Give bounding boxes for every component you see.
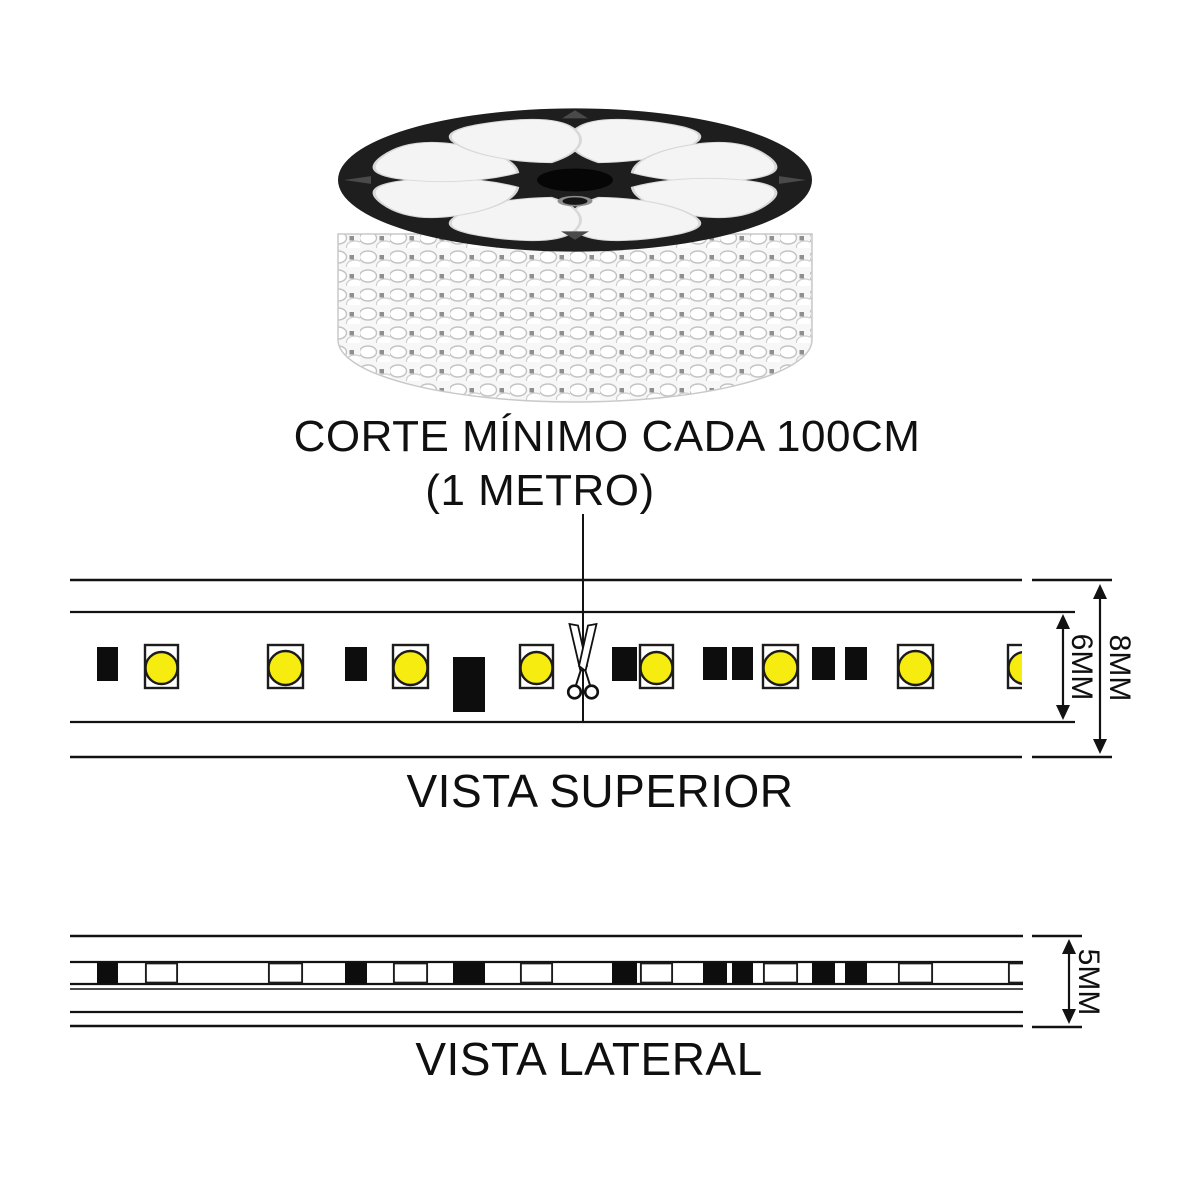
led-chip bbox=[518, 643, 555, 690]
resistor-chip bbox=[732, 647, 753, 680]
side-cell-black bbox=[453, 962, 485, 984]
led-reel-image bbox=[337, 108, 813, 403]
resistor-chip bbox=[345, 647, 367, 681]
arrow-mark-bottom bbox=[561, 231, 589, 240]
side-cell-black bbox=[612, 962, 637, 984]
top-view-label: VISTA SUPERIOR bbox=[406, 765, 794, 817]
led-chip bbox=[1006, 643, 1022, 690]
top-view-components bbox=[97, 643, 1022, 712]
dim-label-8mm: 8MM bbox=[1103, 635, 1136, 702]
resistor-chip bbox=[612, 647, 637, 681]
reel-key-hole bbox=[557, 195, 593, 207]
dimension-6mm: 6MM bbox=[1056, 614, 1098, 720]
spoke-window bbox=[448, 118, 582, 164]
reel-disc bbox=[338, 108, 812, 252]
arrow-mark-right bbox=[779, 176, 806, 184]
side-view: 5MM bbox=[70, 934, 1105, 1029]
side-cell-led bbox=[267, 962, 304, 984]
side-cell-led bbox=[519, 962, 554, 984]
side-cell-black bbox=[97, 962, 118, 984]
arrow-mark-top bbox=[562, 110, 588, 119]
scissors-icon bbox=[566, 622, 600, 700]
led-chip bbox=[143, 643, 180, 690]
dimension-5mm: 5MM bbox=[1062, 939, 1105, 1024]
strip-coil bbox=[337, 233, 813, 403]
side-view-label: VISTA LATERAL bbox=[415, 1033, 763, 1085]
side-view-cells bbox=[97, 962, 1023, 984]
dimension-8mm: 8MM bbox=[1093, 584, 1136, 754]
side-cell-black bbox=[703, 962, 727, 984]
led-chip bbox=[896, 643, 935, 690]
resistor-chip bbox=[845, 647, 867, 680]
side-cell-led bbox=[1007, 962, 1023, 984]
cut-note-line2: (1 METRO) bbox=[425, 466, 655, 515]
side-cell-black bbox=[345, 962, 367, 984]
arrow-mark-left bbox=[344, 176, 371, 184]
side-cell-black bbox=[732, 962, 753, 984]
side-cell-led bbox=[639, 962, 674, 984]
side-cell-led bbox=[392, 962, 429, 984]
side-cell-black bbox=[845, 962, 867, 984]
side-cell-led bbox=[762, 962, 799, 984]
resistor-chip bbox=[453, 657, 485, 712]
dim-label-5mm: 5MM bbox=[1072, 949, 1105, 1016]
resistor-chip bbox=[97, 647, 118, 681]
led-chip bbox=[391, 643, 430, 690]
reel-hub-hole bbox=[537, 168, 613, 192]
cut-note-line1: CORTE MÍNIMO CADA 100CM bbox=[293, 412, 921, 461]
dim-label-6mm: 6MM bbox=[1065, 634, 1098, 701]
resistor-chip bbox=[812, 647, 835, 680]
led-chip bbox=[266, 643, 305, 690]
reel-spoke-windows bbox=[372, 118, 778, 242]
resistor-chip bbox=[703, 647, 727, 680]
led-chip bbox=[761, 643, 800, 690]
side-cell-led bbox=[897, 962, 934, 984]
side-cell-black bbox=[812, 962, 835, 984]
led-chip bbox=[638, 643, 675, 690]
side-cell-led bbox=[144, 962, 179, 984]
